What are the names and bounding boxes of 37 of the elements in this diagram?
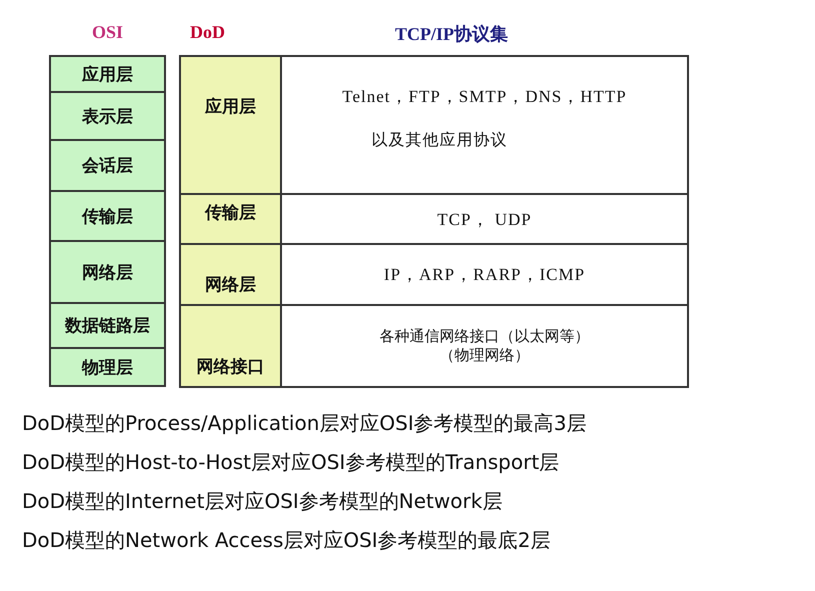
layer-name: 网络层 [82,262,133,284]
layer-name: 表示层 [82,106,133,128]
dod-layer-cell [179,304,282,388]
protocol-cell [280,55,689,195]
layer-name: 应用层 [205,96,256,118]
osi-layer-cell [49,55,166,93]
protocol-text: IP，ARP，RARP，ICMP [384,264,586,286]
layer-name: 应用层 [82,64,133,86]
dod-heading: DoD [190,22,225,43]
layer-name: 传输层 [82,206,133,228]
layer-name: 物理层 [82,356,133,378]
note-sentence: DoD模型的Internet层对应OSI参考模型的Network层 [22,488,502,515]
layer-name: 网络层 [205,274,256,296]
tcpip-heading: TCP/IP协议集 [395,23,508,46]
protocol-cell [280,304,689,388]
osi-layer-cell [49,240,166,304]
protocol-text: 各种通信网络接口（以太网等） [380,327,590,346]
osi-layer-cell [49,190,166,242]
dod-layer-cell [179,55,282,195]
note-sentence: DoD模型的Host-to-Host层对应OSI参考模型的Transport层 [22,449,560,476]
layer-name: 会话层 [82,155,133,177]
osi-layer-cell [49,91,166,141]
protocol-text: TCP， UDP [437,208,532,230]
layer-name: 网络接口 [196,356,264,378]
note-sentence: DoD模型的Process/Application层对应OSI参考模型的最高3层 [22,410,586,437]
protocol-text: （物理网络） [440,346,530,365]
protocol-text: Telnet，FTP，SMTP，DNS，HTTP [342,86,627,108]
dod-layer-cell [179,243,282,306]
layer-name: 数据链路层 [65,315,150,337]
note-sentence: DoD模型的Network Access层对应OSI参考模型的最底2层 [22,527,550,554]
dod-layer-cell [179,193,282,245]
osi-layer-cell [49,347,166,387]
protocol-text: 以及其他应用协议 [372,130,508,151]
layer-name: 传输层 [205,202,256,224]
osi-layer-cell [49,139,166,192]
osi-layer-cell [49,302,166,349]
osi-heading: OSI [92,22,124,43]
